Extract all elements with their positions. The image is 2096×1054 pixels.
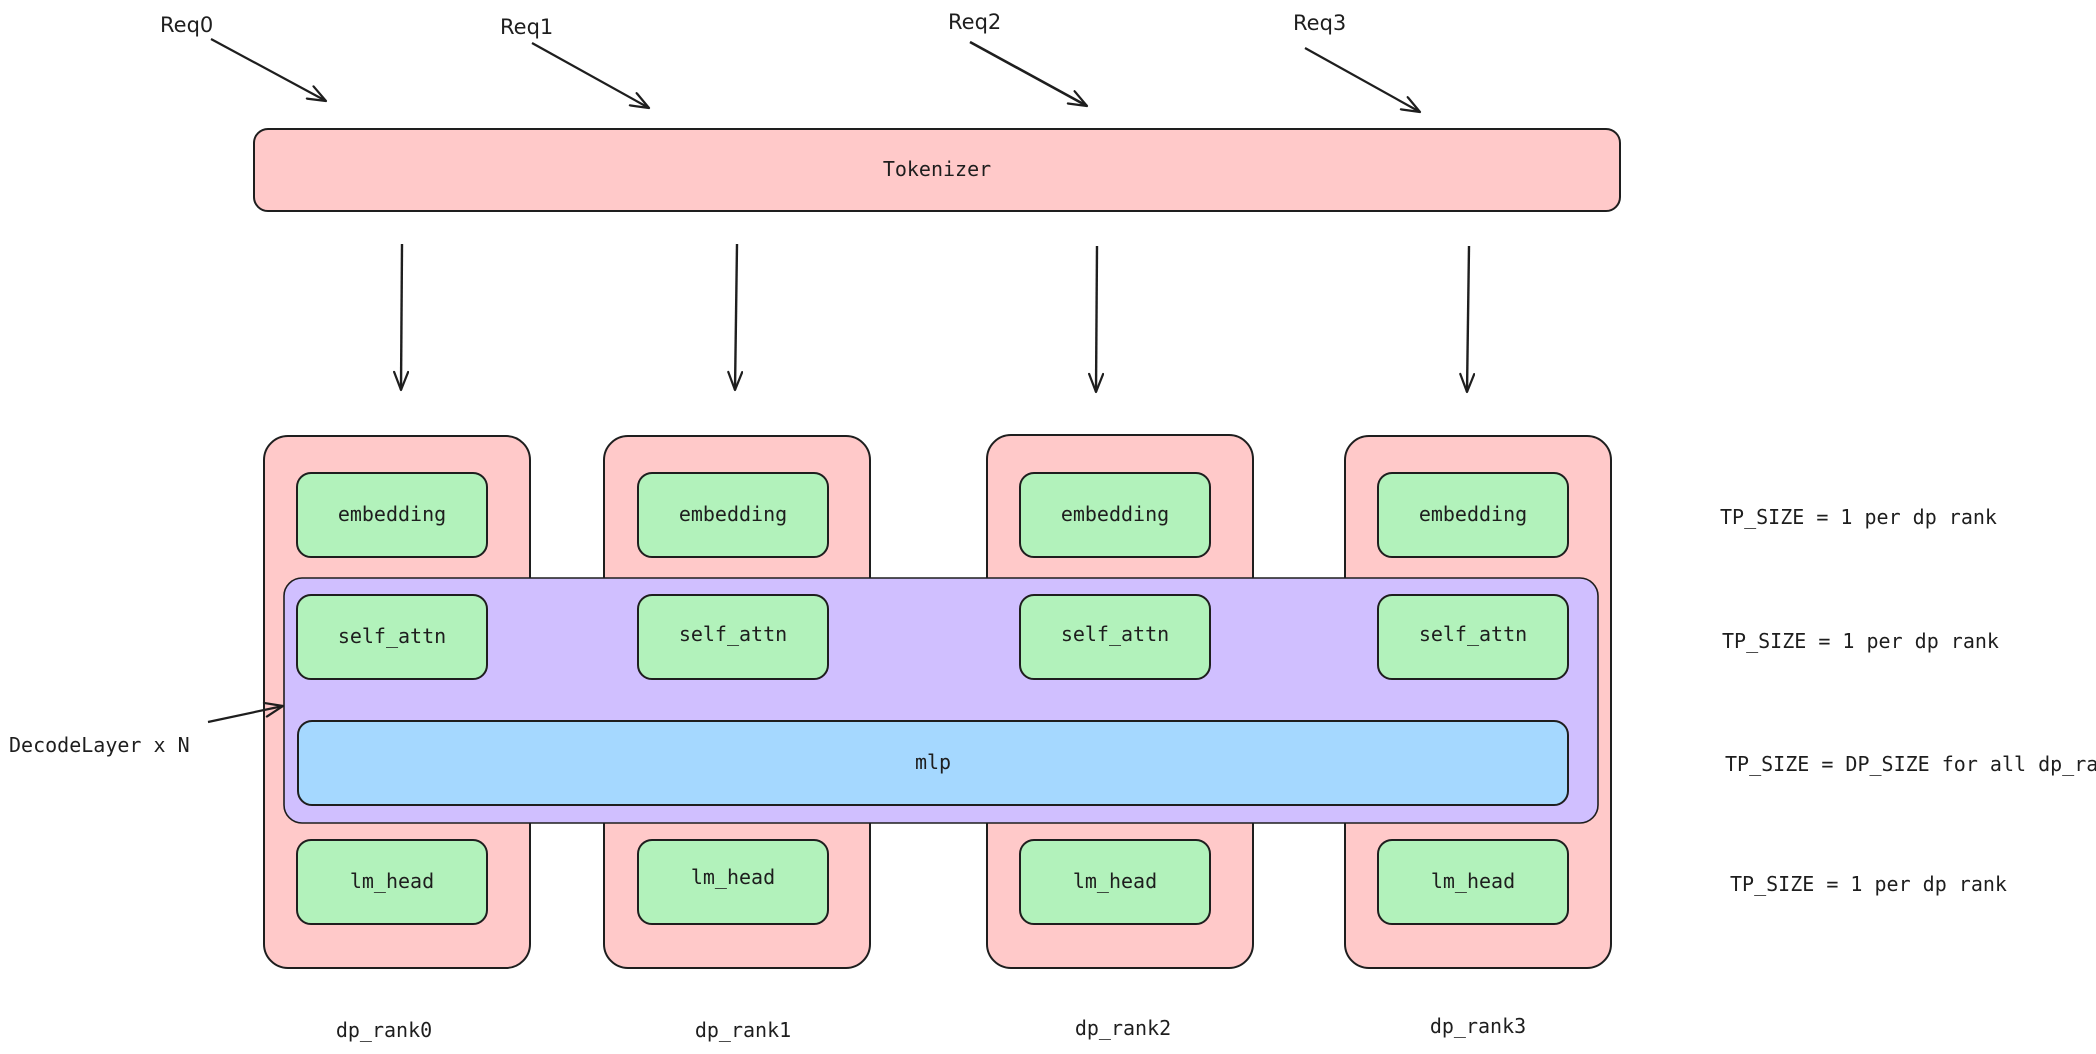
request-arrow-0: [210, 38, 326, 101]
mlp-box: [297, 720, 1569, 806]
rank-name-row: dp_rank0 dp_rank1 dp_rank2 dp_rank3: [336, 1014, 1526, 1042]
lm-head-label-3: lm_head: [1431, 869, 1515, 893]
rank-name-3: dp_rank3: [1430, 1014, 1526, 1038]
tokenizer-label: Tokenizer: [883, 157, 991, 181]
request-label-0: Req0: [160, 13, 213, 37]
dispatch-arrow-2: [1096, 245, 1097, 392]
self-attn-label-3: self_attn: [1419, 622, 1527, 646]
note-mlp: TP_SIZE = DP_SIZE for all dp_rank: [1725, 752, 2096, 776]
dispatch-arrows: [401, 243, 1469, 392]
mlp-block: mlp: [297, 720, 1569, 806]
dispatch-arrow-1: [735, 243, 737, 390]
request-group: Req0 Req1 Req2 Req3: [160, 10, 1420, 112]
embedding-label-3: embedding: [1419, 502, 1527, 526]
self-attn-row: self_attn self_attn self_attn self_attn: [296, 594, 1569, 680]
request-arrow-1: [531, 42, 649, 108]
lm-head-row: lm_head lm_head lm_head lm_head: [296, 839, 1569, 925]
embedding-row: embedding embedding embedding embedding: [296, 472, 1569, 558]
decode-layer-annotation: DecodeLayer x N: [9, 706, 283, 757]
request-arrow-2: [969, 40, 1087, 108]
request-label-3: Req3: [1293, 11, 1346, 35]
lm-head-label-0: lm_head: [350, 869, 434, 893]
lm-head-label-1: lm_head: [691, 865, 775, 889]
lm-head-box-0: [296, 839, 488, 925]
self-attn-label-0: self_attn: [338, 624, 446, 648]
tokenizer-box: [253, 128, 1621, 212]
mlp-label: mlp: [915, 750, 951, 774]
dispatch-arrow-0: [401, 243, 402, 390]
tp-notes: TP_SIZE = 1 per dp rank TP_SIZE = 1 per …: [1720, 505, 2096, 896]
self-attn-box-3: [1377, 594, 1569, 680]
embedding-label-0: embedding: [338, 502, 446, 526]
decode-layer-arrow: [207, 706, 283, 724]
embedding-box-0: [296, 472, 488, 558]
note-self-attn: TP_SIZE = 1 per dp rank: [1722, 629, 1999, 653]
lm-head-box-2: [1019, 839, 1211, 925]
embedding-box-2: [1019, 472, 1211, 558]
decode-layer-label: DecodeLayer x N: [9, 733, 190, 757]
rank-name-0: dp_rank0: [336, 1018, 432, 1042]
self-attn-box-2: [1019, 594, 1211, 680]
tokenizer-block: Tokenizer: [253, 128, 1621, 212]
embedding-label-2: embedding: [1061, 502, 1169, 526]
self-attn-label-2: self_attn: [1061, 622, 1169, 646]
self-attn-box-1: [637, 594, 829, 680]
embedding-label-1: embedding: [679, 502, 787, 526]
request-label-2: Req2: [948, 10, 1001, 34]
dispatch-arrow-3: [1467, 245, 1469, 392]
lm-head-box-1: [637, 839, 829, 925]
embedding-box-1: [637, 472, 829, 558]
note-embedding: TP_SIZE = 1 per dp rank: [1720, 505, 1997, 529]
request-arrow-3: [1304, 47, 1420, 112]
embedding-box-3: [1377, 472, 1569, 558]
rank-name-1: dp_rank1: [695, 1018, 791, 1042]
self-attn-box-0: [296, 594, 488, 680]
note-lm-head: TP_SIZE = 1 per dp rank: [1730, 872, 2007, 896]
lm-head-box-3: [1377, 839, 1569, 925]
lm-head-label-2: lm_head: [1073, 869, 1157, 893]
request-label-1: Req1: [500, 15, 553, 39]
self-attn-label-1: self_attn: [679, 622, 787, 646]
rank-name-2: dp_rank2: [1075, 1016, 1171, 1040]
